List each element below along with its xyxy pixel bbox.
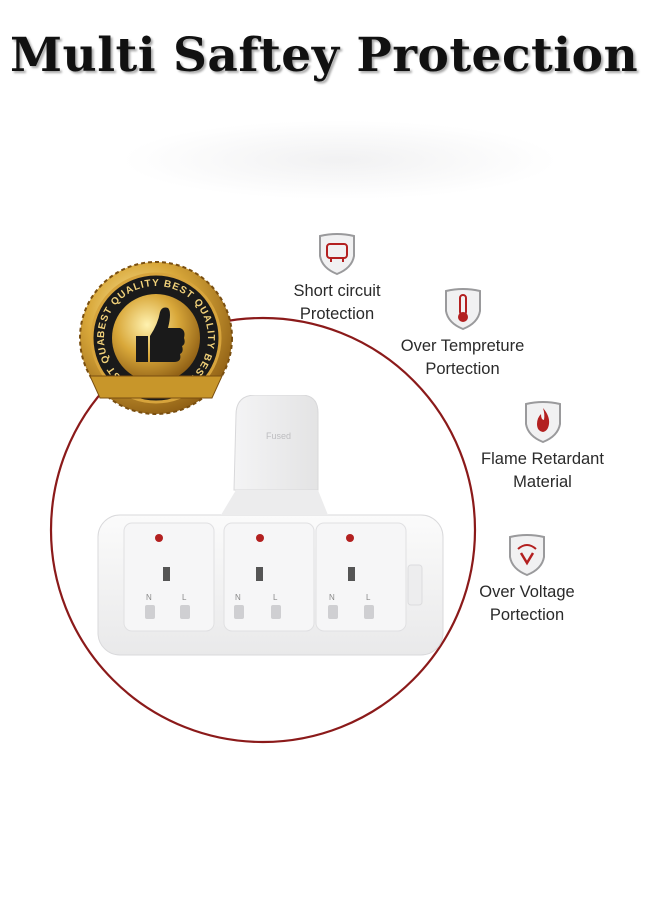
feature-over-temperature: Over Tempreture Portection — [390, 285, 535, 381]
power-strip-image: Fused N L N L N L — [97, 395, 444, 656]
socket-module-2: N L — [223, 522, 315, 632]
feature-over-voltage-line2: Portection — [489, 606, 565, 624]
best-quality-badge: BEST QUALITY BEST QUALITY BEST QUALITY B… — [76, 258, 233, 415]
voltage-shield-icon — [509, 534, 545, 577]
feature-short-circuit-line1: Short circuit — [293, 282, 381, 300]
flame-shield-icon — [524, 401, 561, 444]
svg-text:L: L — [273, 593, 278, 602]
feature-short-circuit: Short circuit Protection — [282, 230, 392, 326]
thumbs-up-icon — [136, 307, 185, 362]
background-haze — [120, 120, 560, 200]
svg-text:N: N — [329, 593, 335, 602]
feature-flame-retardant: Flame Retardant Material — [470, 398, 615, 494]
plug-label: Fused — [266, 431, 291, 441]
feature-short-circuit-line2: Protection — [299, 305, 375, 323]
feature-flame-retardant-line2: Material — [513, 473, 572, 491]
svg-text:N: N — [146, 593, 152, 602]
short-circuit-shield-icon — [319, 233, 355, 276]
svg-text:L: L — [366, 593, 371, 602]
feature-over-voltage-line1: Over Voltage — [479, 583, 575, 601]
feature-over-voltage: Over Voltage Portection — [462, 531, 592, 627]
socket-module-1: N L — [123, 522, 215, 632]
svg-text:L: L — [182, 593, 187, 602]
feature-over-temperature-line2: Portection — [425, 360, 500, 378]
page-title: Multi Saftey Protection — [10, 28, 639, 83]
feature-flame-retardant-line1: Flame Retardant — [481, 450, 604, 468]
svg-text:N: N — [235, 593, 241, 602]
thermometer-shield-icon — [444, 288, 481, 331]
feature-over-temperature-line1: Over Tempreture — [400, 337, 525, 355]
socket-module-3: N L — [315, 522, 407, 632]
